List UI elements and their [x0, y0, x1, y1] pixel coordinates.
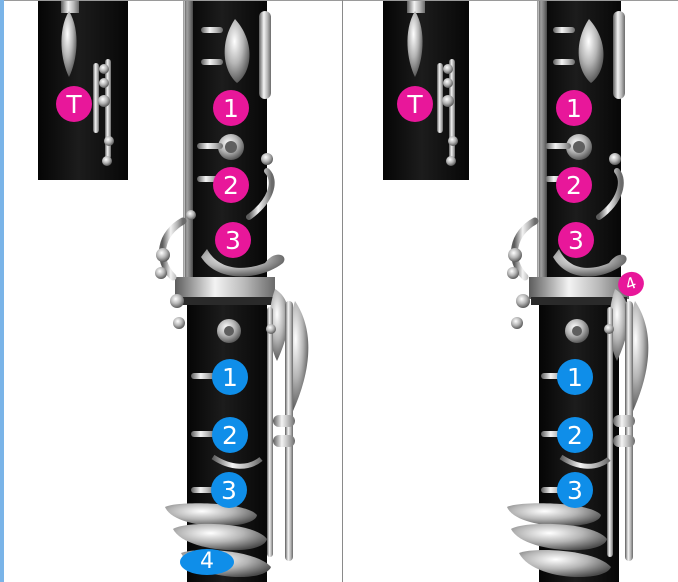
lower-hole-2-marker: 2 — [212, 417, 248, 453]
upper-hole-2-marker: 2 — [556, 167, 592, 203]
upper-hole-3-marker: 3 — [215, 222, 251, 258]
lower-hole-1-marker: 1 — [212, 359, 248, 395]
upper-hole-1-marker: 1 — [213, 90, 249, 126]
thumb-hole-marker: T — [56, 86, 92, 122]
lower-hole-3-marker: 3 — [211, 472, 247, 508]
lower-hole-3-marker: 3 — [557, 472, 593, 508]
upper-hole-3-marker: 3 — [558, 222, 594, 258]
pinky-key-4-marker: 4 — [180, 549, 234, 575]
thumb-hole-marker: T — [397, 86, 433, 122]
lower-hole-2-marker: 2 — [557, 417, 593, 453]
upper-hole-1-marker: 1 — [556, 90, 592, 126]
lower-hole-1-marker: 1 — [557, 359, 593, 395]
fingering-panel-left: T 1 2 3 1 2 3 4 — [5, 1, 342, 582]
fingering-panel-right: T 1 2 3 4 1 2 3 — [343, 1, 678, 582]
left-accent-bar — [0, 0, 4, 582]
upper-hole-2-marker: 2 — [213, 167, 249, 203]
clarinet-illustration — [5, 1, 342, 582]
